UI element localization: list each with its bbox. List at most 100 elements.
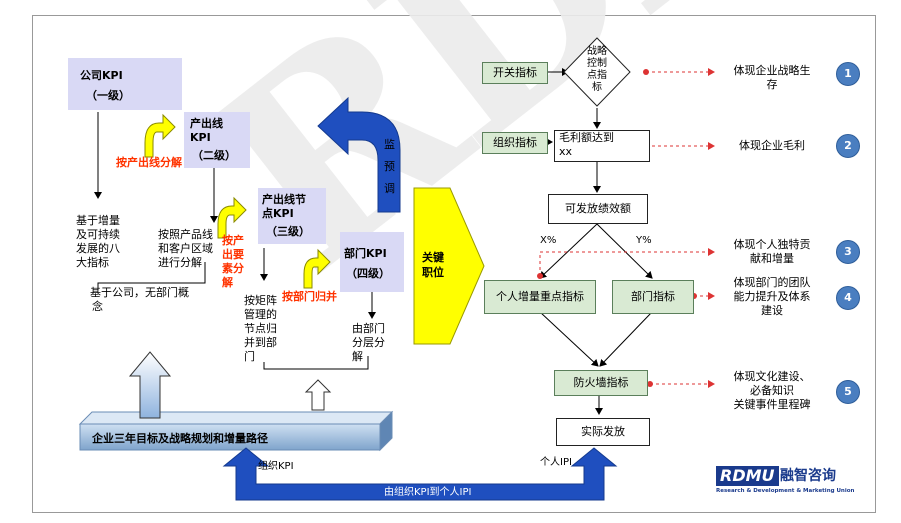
right-note-line: 关键事件里程碑 [733, 398, 811, 411]
label-by-element-1: 按产 [222, 234, 244, 247]
right-note-line: 能力提升及体系 [733, 290, 811, 303]
yellow-arrow-2 [217, 196, 247, 239]
label-by-dept: 按部门归并 [282, 290, 337, 303]
monitor-char: 预 [384, 160, 395, 173]
person-ipi-label: 个人IPI [540, 457, 572, 468]
gross-margin-line: 毛利额达到 [559, 131, 614, 144]
right-note-4: 体现部门的团队 能力提升及体系 建设 [716, 276, 828, 318]
note-line: 念 [92, 300, 103, 313]
x-percent-label: X% [540, 235, 557, 246]
switch-indicator-box: 开关指标 [482, 62, 548, 84]
badge-3: 3 [836, 240, 860, 264]
note-line: 进行分解 [158, 256, 202, 269]
right-note-line: 必备知识 [750, 384, 794, 397]
note-line: 基于增量 [76, 214, 120, 227]
bracket-left [97, 262, 206, 290]
right-note-2: 体现企业毛利 [716, 139, 828, 153]
red-dot-1 [643, 69, 649, 75]
gross-margin-box: 毛利额达到 xx [554, 130, 650, 162]
product-line-kpi-title-2: KPI [190, 131, 211, 144]
key-position-line: 职位 [422, 266, 444, 279]
bottom-u-arrow [222, 447, 618, 501]
up-arrow-small [304, 379, 332, 411]
right-note-3: 体现个人独特贡 献和增量 [716, 238, 828, 266]
diamond-line: 标 [592, 82, 602, 93]
right-note-5: 体现文化建设、 必备知识 关键事件里程碑 [716, 370, 828, 412]
note-line: 解 [352, 350, 363, 363]
note-matrix: 按矩阵 管理的 节点归 并到部 门 [244, 294, 277, 364]
bar-top [78, 411, 394, 425]
diagram-frame [32, 15, 876, 513]
note-line: 发展的八 [76, 242, 120, 255]
label-by-element: 按产 出要 素分 解 [222, 234, 244, 290]
monitor-char: 监 [384, 138, 395, 151]
bottom-arrow-label: 由组织KPI到个人IPI [384, 487, 472, 498]
label-by-element-3: 素分 [222, 262, 244, 275]
badge-1: 1 [836, 62, 860, 86]
yellow-arrow-3 [303, 248, 331, 289]
note-line: 并到部 [244, 336, 277, 349]
actual-payout-box: 实际发放 [556, 418, 650, 446]
right-note-line: 建设 [761, 304, 783, 317]
company-kpi-level: （一级） [86, 89, 130, 102]
note-line: 门 [244, 350, 255, 363]
dept-kpi-box: 部门KPI （四级） [340, 232, 404, 292]
product-line-kpi-title-1: 产出线 [190, 117, 223, 130]
node-kpi-box: 产出线节 点KPI （三级） [258, 188, 326, 244]
note-line: 和客户区域 [158, 242, 213, 255]
right-note-line: 体现企业战略生 [733, 64, 811, 77]
note-line: 及可持续 [76, 228, 120, 241]
note-line: 分层分 [352, 336, 385, 349]
note-line: 大指标 [76, 256, 109, 269]
up-arrow-large [128, 351, 172, 419]
org-kpi-label: 组织KPI [258, 461, 294, 472]
note-eight-indicators: 基于增量 及可持续 发展的八 大指标 [76, 214, 120, 270]
key-position-arrow [413, 187, 485, 345]
strategic-control-text: 战略 控制 点指 标 [582, 46, 612, 94]
right-note-line: 体现部门的团队 [733, 276, 811, 289]
key-position-line: 关键 [422, 251, 444, 264]
payable-bonus-box: 可发放绩效额 [548, 194, 648, 224]
note-line: 基于公司，无部门概 [90, 286, 189, 299]
arrow-to-personal [539, 223, 598, 279]
yellow-arrow-1 [144, 113, 176, 158]
monitor-text: 监 预 调 [384, 134, 395, 200]
gross-margin-line: xx [559, 145, 573, 158]
note-by-product: 按照产品线 和客户区域 进行分解 [158, 228, 213, 270]
arrow-personal-to-firewall [539, 311, 599, 367]
personal-incremental-box: 个人增量重点指标 [484, 280, 596, 314]
product-line-kpi-level: （二级） [192, 149, 236, 162]
diamond-line: 战略 [587, 46, 607, 57]
right-note-line: 体现企业毛利 [739, 139, 805, 152]
bar-front [79, 423, 381, 451]
firewall-box: 防火墙指标 [554, 370, 648, 396]
note-line: 按矩阵 [244, 294, 277, 307]
key-position-label: 关键 职位 [422, 250, 444, 280]
red-dot-5 [647, 381, 653, 387]
dept-kpi-level: （四级） [346, 267, 390, 280]
right-note-line: 存 [766, 78, 778, 91]
org-indicator-box: 组织指标 [482, 132, 548, 154]
monitor-arrow [317, 96, 401, 213]
arrow-to-dept [596, 223, 653, 279]
y-percent-label: Y% [636, 235, 652, 246]
note-line: 由部门 [352, 322, 385, 335]
logo-brand: RDMU [716, 466, 779, 486]
logo-tagline: Research & Development & Marketing Union [716, 488, 855, 494]
note-line: 节点归 [244, 322, 277, 335]
arrow-dept-to-firewall [599, 311, 653, 367]
badge-2: 2 [836, 134, 860, 158]
label-by-line: 按产出线分解 [116, 156, 182, 169]
right-note-line: 体现个人独特贡 [733, 238, 811, 251]
right-note-line: 体现文化建设、 [733, 370, 811, 383]
label-by-element-2: 出要 [222, 248, 244, 261]
node-kpi-level: （三级） [266, 225, 310, 238]
red-dash-3 [539, 248, 715, 276]
badge-4: 4 [836, 286, 860, 310]
node-kpi-title-2: 点KPI [262, 207, 294, 220]
note-dept-layer: 由部门 分层分 解 [352, 322, 385, 364]
diamond-line: 控制 [587, 58, 607, 69]
strategic-control-diamond [563, 37, 631, 107]
